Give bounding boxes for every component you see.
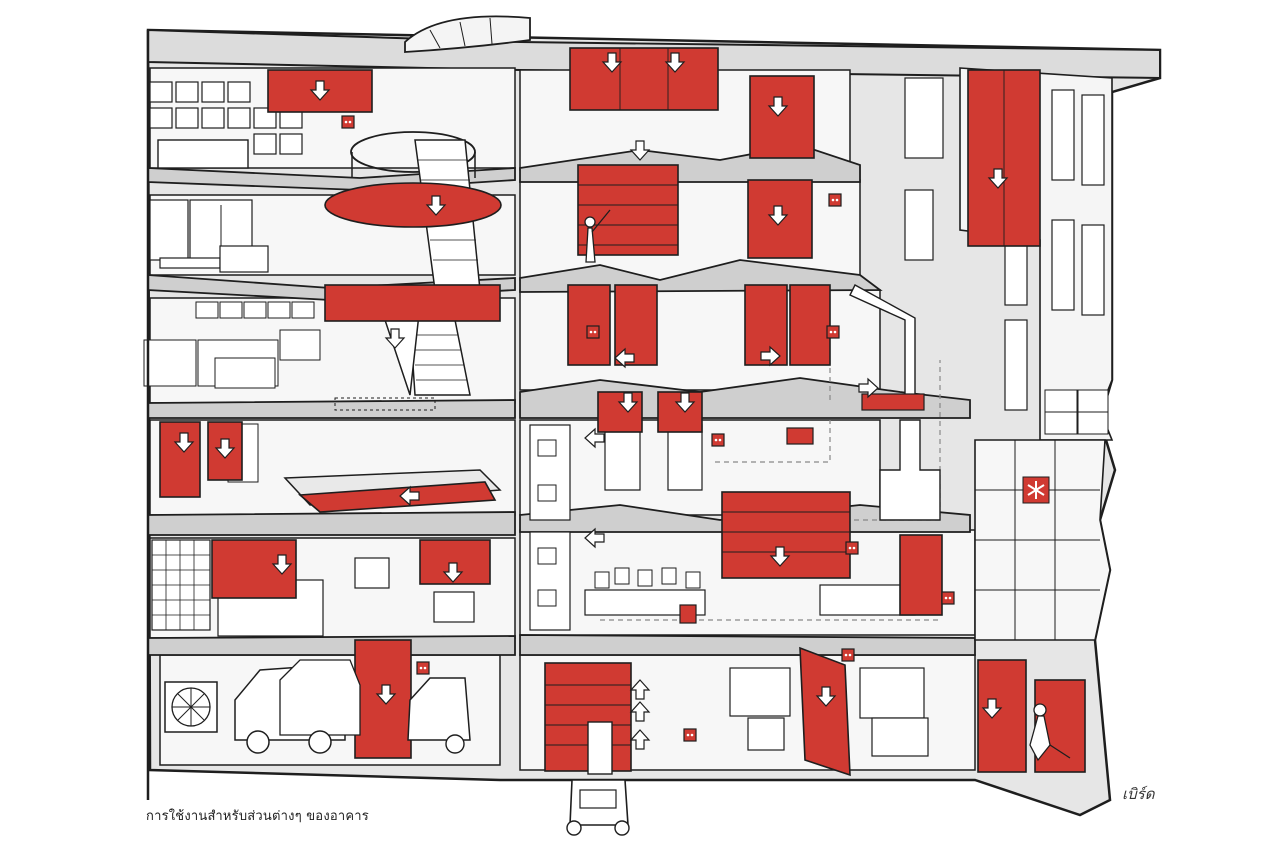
person-figure xyxy=(584,209,1071,762)
door-atrium-ring xyxy=(324,182,502,228)
control-panel xyxy=(786,427,814,445)
snowflake-icon xyxy=(1022,476,1050,504)
door-exit-right xyxy=(977,659,1027,773)
door-floor-hatch xyxy=(297,481,497,513)
caption-text: การใช้งานสำหรับส่วนต่างๆ ของอาคาร xyxy=(146,809,369,824)
door-top-elevator xyxy=(749,75,815,159)
garage-cars xyxy=(234,659,471,754)
artist-signature: เบิร์ด xyxy=(1122,785,1155,803)
warehouse-shelves xyxy=(729,667,929,757)
door-mezz-balcony xyxy=(324,284,501,322)
forklift xyxy=(566,721,630,836)
door-4f-swing xyxy=(899,534,943,616)
fan-icon xyxy=(164,681,218,733)
door-3f-pair-right-b xyxy=(789,284,831,366)
door-3f-pair-left-b xyxy=(614,284,658,366)
door-2f-roller xyxy=(577,164,679,256)
door-4f-conv-b xyxy=(657,391,703,433)
door-4f-roller xyxy=(721,491,851,579)
door-top-center xyxy=(569,47,719,111)
control-panel-small xyxy=(679,604,697,624)
door-3f-pair-left xyxy=(567,284,611,366)
door-dock-swing xyxy=(799,646,851,777)
door-4f-conv-a xyxy=(597,391,643,433)
